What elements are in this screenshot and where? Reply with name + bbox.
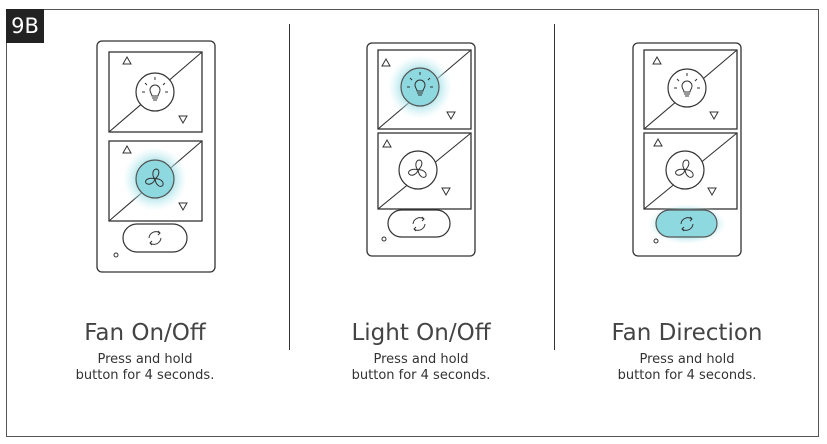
divider-left (289, 24, 291, 350)
instruction-line: button for 4 seconds. (351, 368, 491, 383)
reverse-button[interactable] (387, 209, 451, 238)
remote-fan-onoff (96, 40, 216, 273)
down-arrow-icon (441, 187, 451, 197)
light-bulb-icon (674, 73, 700, 97)
up-arrow-icon (381, 57, 391, 67)
fan-icon (145, 168, 164, 187)
down-arrow-icon (707, 187, 717, 197)
light-button[interactable] (108, 51, 203, 133)
up-arrow-icon (122, 55, 132, 65)
instruction-line: button for 4 seconds. (75, 368, 215, 383)
indicator-led (381, 236, 387, 242)
light-button[interactable] (643, 49, 738, 130)
fan-icon (675, 159, 694, 178)
instruction-line: Press and hold (97, 352, 193, 367)
up-arrow-icon (382, 138, 392, 148)
up-arrow-icon (653, 137, 663, 147)
light-bulb-icon (407, 72, 433, 96)
light-button[interactable] (377, 49, 472, 130)
reverse-button[interactable] (122, 223, 188, 253)
remote-light-onoff (366, 42, 476, 257)
panel-title-fan-direction: Fan Direction (611, 320, 763, 346)
up-arrow-icon (652, 55, 662, 65)
up-arrow-icon (122, 144, 132, 154)
divider-right (554, 24, 556, 350)
panel-title-light-onoff: Light On/Off (351, 320, 491, 346)
figure-badge: 9B (6, 9, 44, 43)
figure-frame (6, 9, 819, 437)
instruction-line: button for 4 seconds. (617, 368, 757, 383)
panel-instruction-fan-direction: Press and hold button for 4 seconds. (552, 352, 822, 384)
fan-icon (408, 159, 427, 178)
remote-fan-direction (632, 42, 742, 257)
down-arrow-icon (178, 115, 188, 125)
indicator-led (653, 238, 659, 244)
fan-button[interactable] (643, 132, 738, 210)
indicator-led (113, 252, 119, 258)
panel-title-fan-onoff: Fan On/Off (84, 320, 206, 346)
reverse-icon (680, 216, 694, 232)
down-arrow-icon (446, 111, 456, 121)
instruction-line: Press and hold (639, 352, 735, 367)
light-bulb-icon (142, 77, 168, 101)
reverse-icon (412, 216, 426, 232)
reverse-button[interactable] (648, 204, 726, 244)
down-arrow-icon (709, 111, 719, 121)
panel-instruction-fan-onoff: Press and hold button for 4 seconds. (10, 352, 280, 384)
panel-instruction-light-onoff: Press and hold button for 4 seconds. (286, 352, 556, 384)
fan-button[interactable] (377, 132, 472, 210)
instruction-line: Press and hold (373, 352, 469, 367)
down-arrow-icon (178, 202, 188, 212)
reverse-icon (148, 230, 162, 246)
fan-button[interactable] (108, 140, 203, 222)
